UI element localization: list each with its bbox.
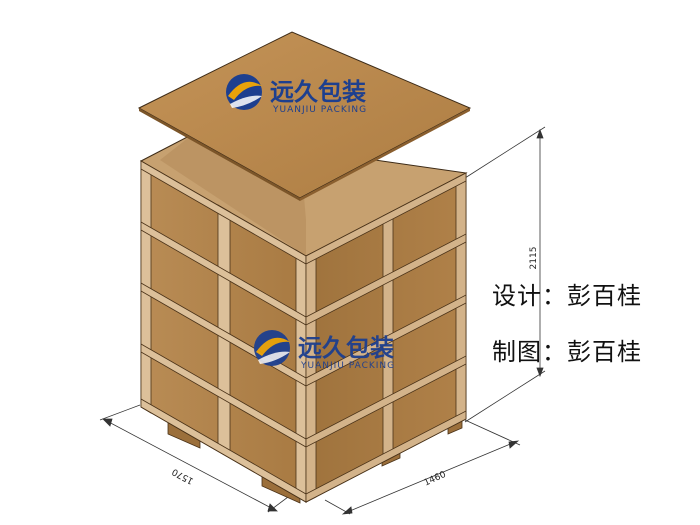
crate-lid-edge-right [300, 108, 470, 201]
drafter-name: 彭百桂 [567, 338, 642, 366]
drafter-label: 制图： [492, 338, 567, 366]
brand-name-en: YUANJIU PACKING [300, 361, 395, 371]
brand-name-cn: 远久包装 [298, 334, 394, 362]
drafter-credit: 制图：彭百桂 [492, 332, 642, 367]
width-dimension-label: 1460 [423, 470, 448, 489]
crate-lid-edge [139, 108, 300, 201]
length-dimension-label: 1570 [170, 466, 195, 486]
crate-watermark-logo: 远久包装 YUANJIU PACKING [254, 330, 395, 371]
lid-watermark-logo: 远久包装 YUANJIU PACKING [226, 74, 367, 115]
front-battens [140, 160, 307, 503]
designer-name: 彭百桂 [567, 282, 642, 310]
designer-label: 设计： [492, 282, 567, 310]
side-battens [305, 172, 467, 503]
brand-name-en: YUANJIU PACKING [272, 105, 367, 115]
dimension-lines [99, 126, 546, 515]
brand-name-cn: 远久包装 [270, 78, 366, 106]
designer-credit: 设计：彭百桂 [492, 276, 642, 311]
height-dimension-label: 2115 [529, 247, 539, 270]
